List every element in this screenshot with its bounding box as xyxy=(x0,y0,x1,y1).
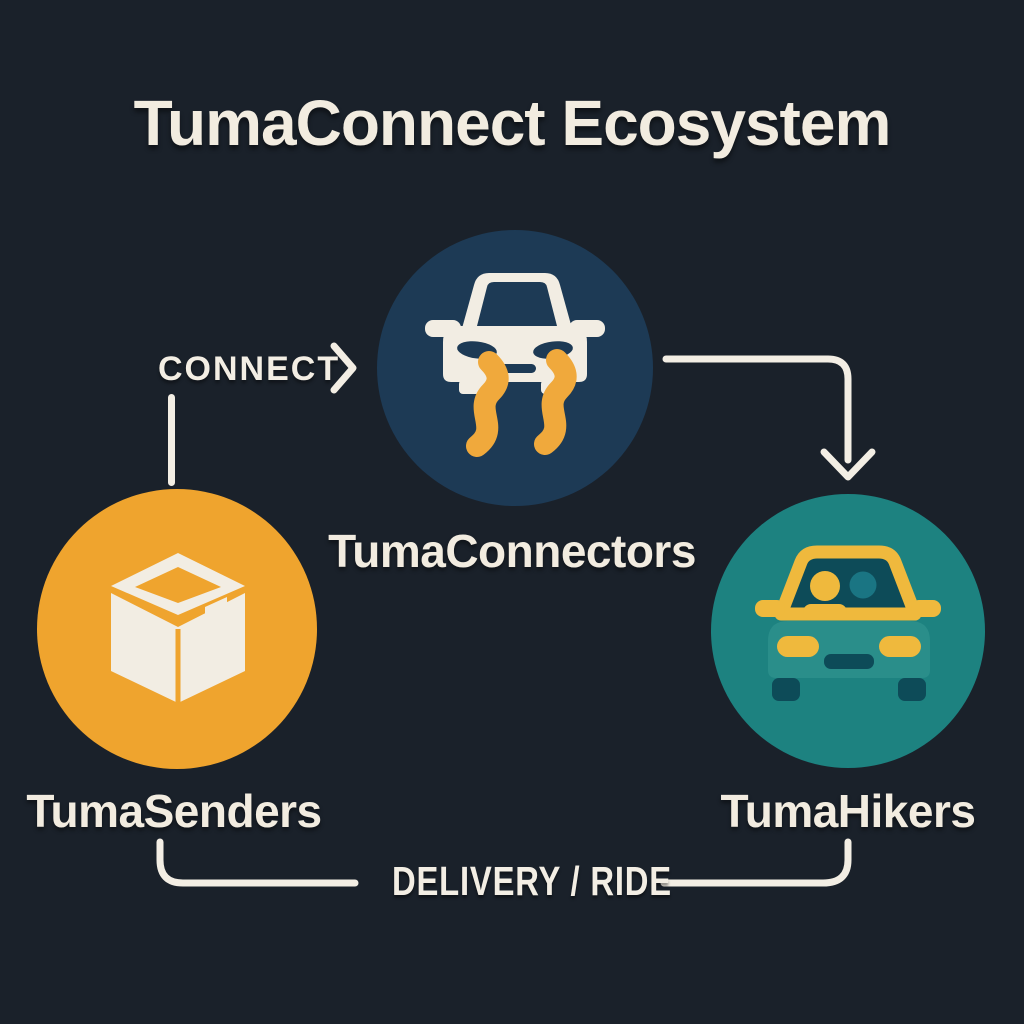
connector-line-senders-to-connect xyxy=(168,394,175,486)
chevron-right-icon xyxy=(330,342,357,394)
node-tumasenders xyxy=(37,489,317,769)
car-front-with-road-icon xyxy=(425,273,605,457)
package-box-icon xyxy=(111,553,245,703)
node-label-tumahikers: TumaHikers xyxy=(720,785,976,837)
connect-edge-label: CONNECT xyxy=(158,350,341,388)
bracket-senders-hikers xyxy=(156,838,852,887)
node-tumahikers xyxy=(711,494,985,768)
car-with-passengers-icon xyxy=(755,545,941,701)
page-title: TumaConnect Ecosystem xyxy=(133,87,892,159)
delivery-ride-edge-label: DELIVERY / RIDE xyxy=(392,858,672,904)
node-label-tumasenders: TumaSenders xyxy=(26,785,322,837)
arrow-connectors-to-hikers xyxy=(662,355,876,481)
node-tumaconnectors xyxy=(377,230,653,506)
node-label-tumaconnectors: TumaConnectors xyxy=(328,525,696,577)
